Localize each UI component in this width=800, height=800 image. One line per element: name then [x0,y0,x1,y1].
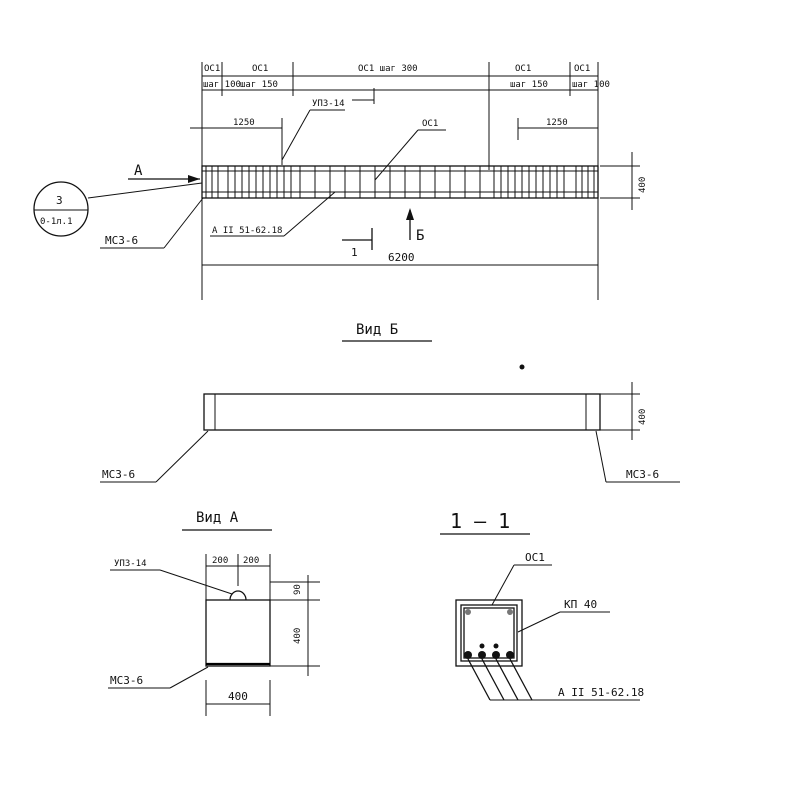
scan-speck [519,364,525,370]
step-150-left-label: шаг 150 [240,80,278,90]
height-400-top: 400 [638,177,648,193]
up3-label-view-a: УП3-14 [114,559,147,569]
rebar-dot [492,651,500,659]
dim-200-a: 200 [212,556,228,566]
section-ref-bottom: 0-1л.1 [40,217,73,227]
section-title: 1 — 1 [450,509,510,533]
dim-1250-right: 1250 [546,118,568,128]
view-a-title: Вид А [196,510,239,526]
oc1-label-section: ОС1 [525,551,545,564]
rebar-dot [465,609,471,615]
dim-1250-left: 1250 [233,118,255,128]
step-100-left-label: шаг 100 [203,80,241,90]
rebar-dot [506,651,514,659]
oc1-callout: ОС1 [422,119,438,129]
oc1-right-end-label: ОС1 [574,64,590,74]
oc1-right-label: ОС1 [515,64,531,74]
rebar-dot [479,643,485,649]
total-length: 6200 [388,251,415,264]
mc3-label-top: МС3-6 [105,234,138,247]
stirrups-group [205,166,595,198]
lifting-loop [229,590,247,601]
dim-200-b: 200 [243,556,259,566]
mc3-right-view-b: МС3-6 [626,468,659,481]
rebar-label-top: А II 51-62.18 [212,226,282,236]
view-a: Вид А УП3-14 200 200 90 400 МС3-6 400 [108,510,320,716]
mc3-label-view-a: МС3-6 [110,674,143,687]
step-100-right-label: шаг 100 [572,80,610,90]
oc1-left-end-label: ОС1 [204,64,220,74]
height-400-view-a: 400 [293,628,303,644]
mc3-left-view-b: МС3-6 [102,468,135,481]
oc1-left-label: ОС1 [252,64,268,74]
rebar-dot [478,651,486,659]
view-a-arrow-label: А [134,163,143,179]
rebar-label-section: А II 51-62.18 [558,686,644,699]
dim-90: 90 [293,584,303,595]
section-reference-circle [33,181,89,237]
view-b-title: Вид Б [356,322,398,338]
up3-label: УП3-14 [312,99,345,109]
oc1-middle-label: ОС1 шаг 300 [358,64,418,74]
rebar-dot [493,643,499,649]
rebar-dot [507,609,513,615]
section-1-1: 1 — 1 ОС1 КП 40 А II 51-62.18 [440,509,644,701]
width-400-view-a: 400 [228,690,248,703]
height-400-view-b: 400 [638,409,648,425]
section-ref-top: 3 [56,194,63,207]
cut-mark-1: 1 [351,246,358,259]
kp-label: КП 40 [564,598,597,611]
view-b: Вид Б 400 МС3-6 МС3-6 [100,322,680,483]
step-150-right-label: шаг 150 [510,80,548,90]
view-b-arrow-label: Б [416,228,424,244]
rebar-dot [464,651,472,659]
elevation-view: ОС1 шаг 100 ОС1 шаг 150 ОС1 шаг 300 ОС1 … [33,62,648,300]
